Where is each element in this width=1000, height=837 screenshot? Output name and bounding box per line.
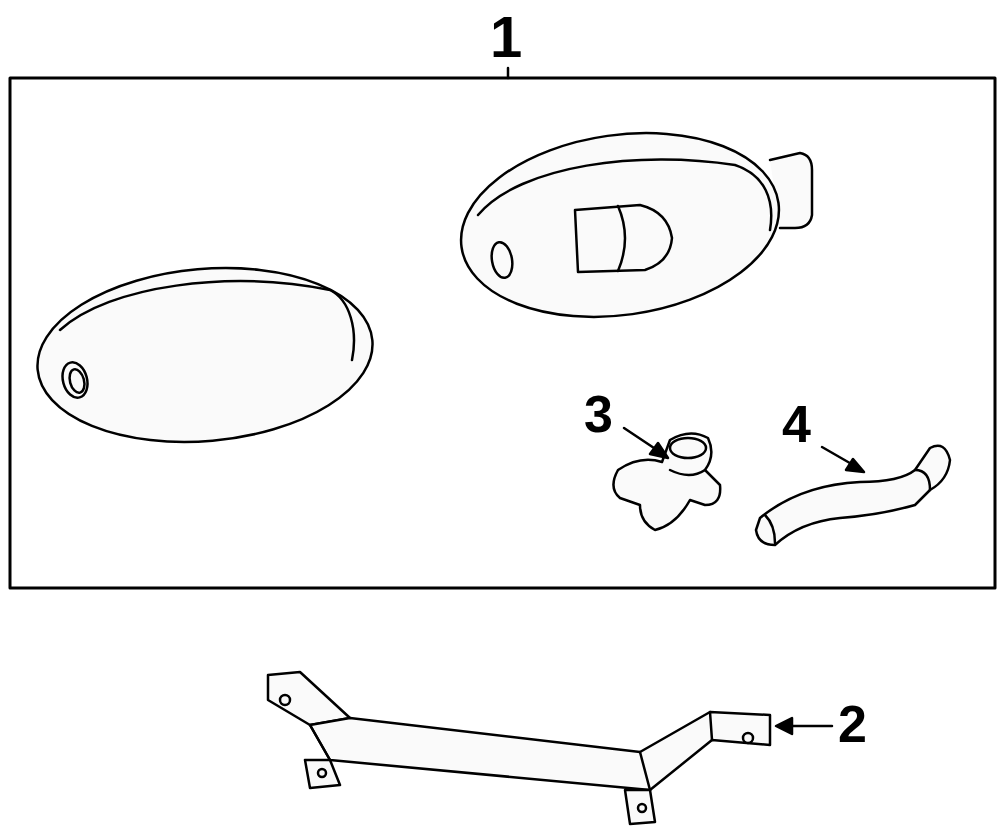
callout-number: 1 (488, 8, 524, 66)
mirror-cover-right (449, 114, 812, 337)
strap-part (756, 446, 950, 545)
group-frame (10, 78, 995, 588)
leader-line (788, 725, 832, 728)
arrowhead (650, 443, 668, 458)
mounting-bracket (268, 672, 770, 824)
arrowhead (846, 459, 864, 472)
clip-part (613, 433, 720, 530)
callout-number: 4 (780, 398, 813, 450)
mirror-cover-left (30, 255, 380, 456)
callout-number: 2 (836, 698, 869, 750)
arrowhead (776, 718, 792, 734)
leader-line (507, 68, 510, 78)
callout-number: 3 (582, 388, 615, 440)
